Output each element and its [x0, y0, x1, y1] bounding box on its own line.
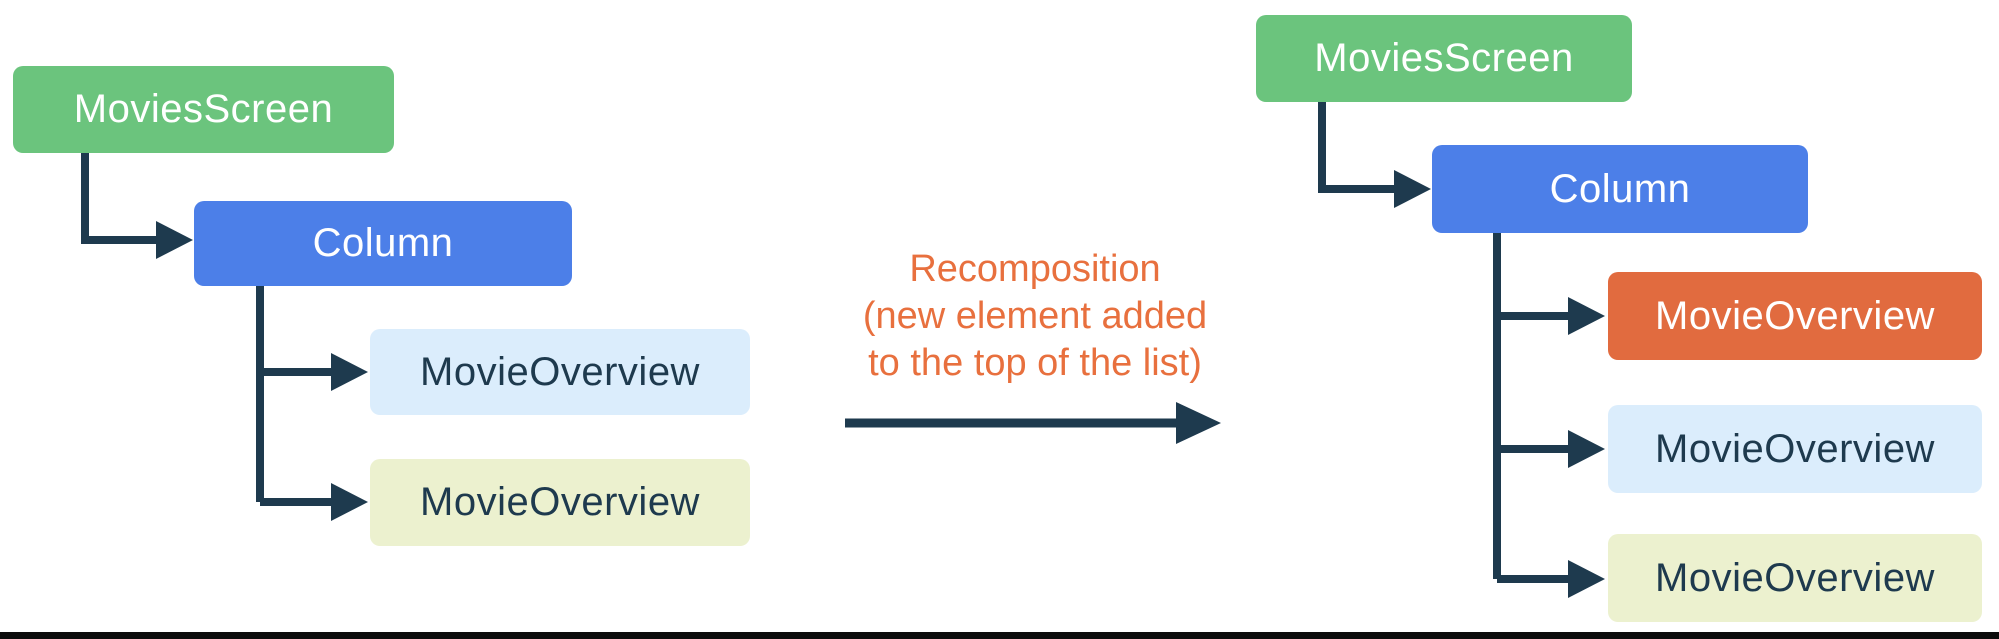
- right-elbow-connector: [1318, 102, 1394, 193]
- right-tree-node-moviesscreen: MoviesScreen: [1256, 15, 1632, 102]
- left-tree-node-column: Column: [194, 201, 572, 286]
- recomposition-arrowhead-icon: [1176, 402, 1221, 444]
- right-tree-node-movieoverview-1: MovieOverview: [1608, 405, 1982, 493]
- recomposition-caption: Recomposition (new element added to the …: [810, 246, 1260, 387]
- left-elbow-arrowhead-icon: [156, 221, 193, 259]
- right-elbow-arrowhead-icon: [1394, 170, 1431, 208]
- left-elbow-connector: [81, 153, 156, 244]
- recomposition-caption-line-3: to the top of the list): [868, 342, 1202, 384]
- left-tree-node-movieoverview-1: MovieOverview: [370, 329, 750, 415]
- bottom-divider: [0, 632, 1999, 639]
- left-branch-2-arrowhead-icon: [331, 483, 368, 521]
- right-branch-1-arrowhead-icon: [1568, 297, 1605, 335]
- right-tree-node-column: Column: [1432, 145, 1808, 233]
- right-branch-3-arrowhead-icon: [1568, 560, 1605, 598]
- right-tree-node-movieoverview-new: MovieOverview: [1608, 272, 1982, 360]
- left-tree-node-movieoverview-2: MovieOverview: [370, 459, 750, 546]
- left-tree-node-moviesscreen: MoviesScreen: [13, 66, 394, 153]
- left-branch-1-arrowhead-icon: [331, 353, 368, 391]
- right-tree-node-movieoverview-2: MovieOverview: [1608, 534, 1982, 622]
- recomposition-caption-line-1: Recomposition: [909, 248, 1161, 290]
- right-branch-2-arrowhead-icon: [1568, 430, 1605, 468]
- recomposition-caption-line-2: (new element added: [862, 295, 1208, 337]
